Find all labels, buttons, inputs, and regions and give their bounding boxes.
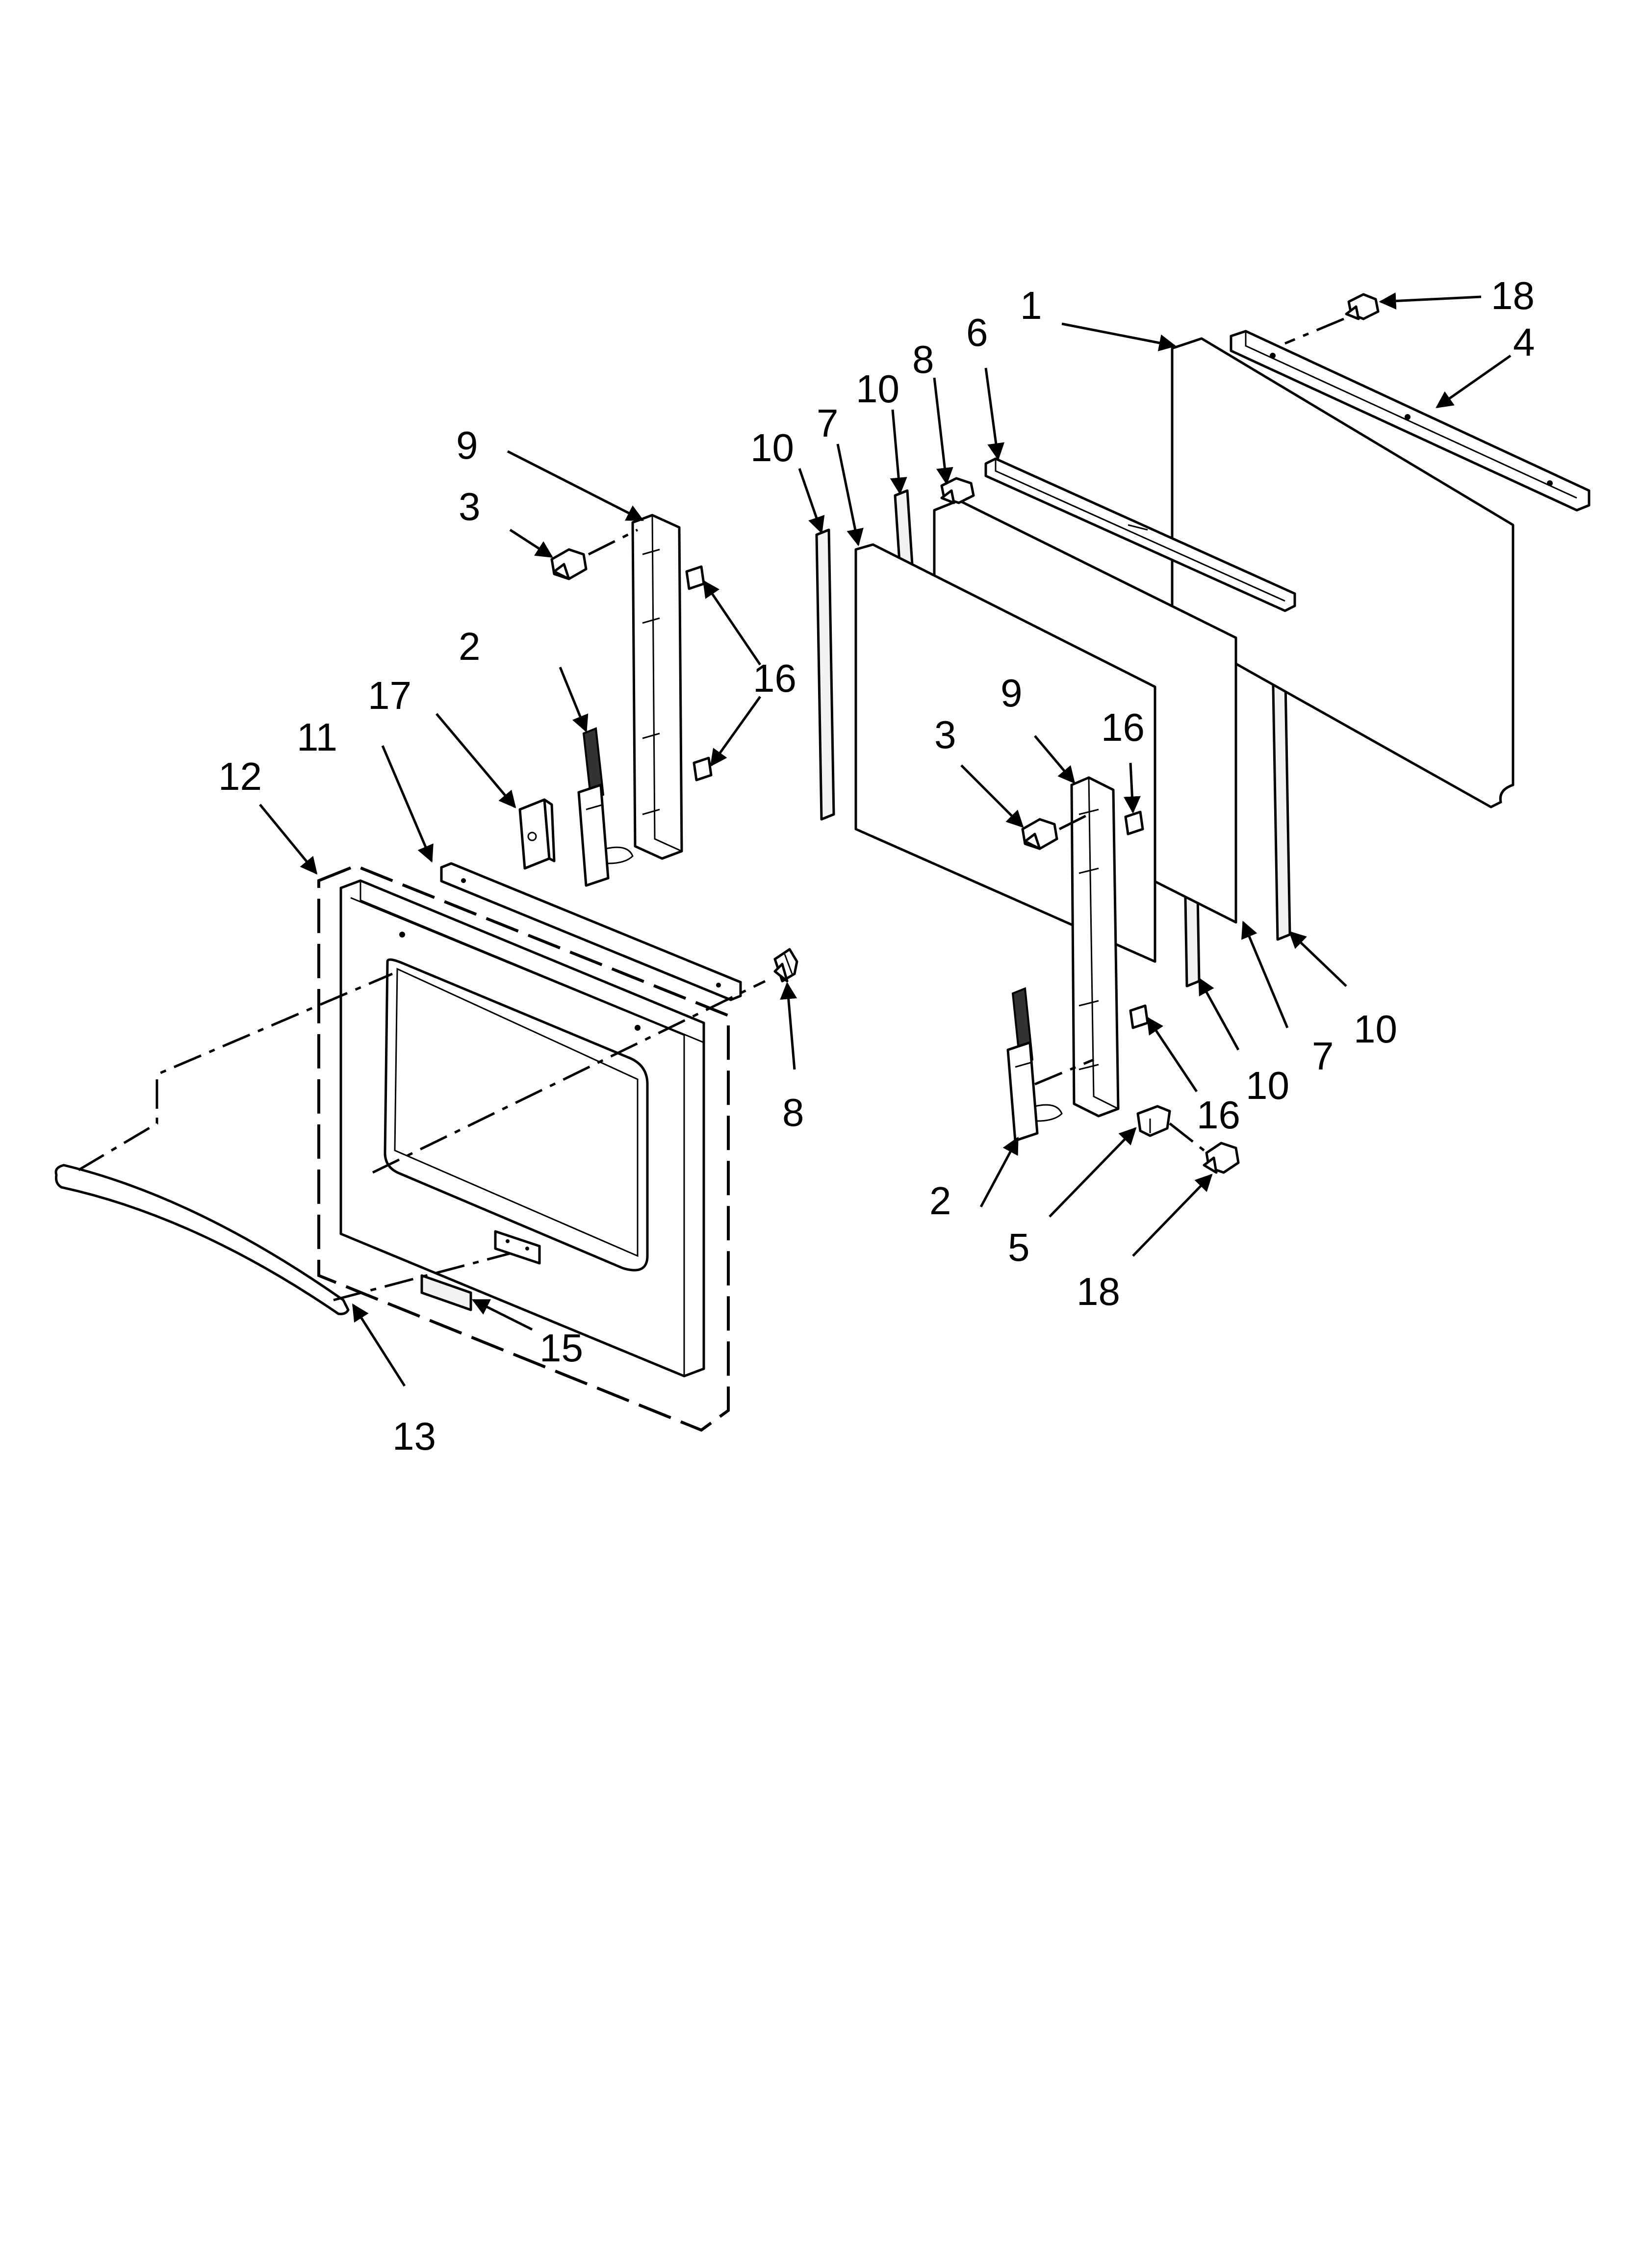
screw-18-top [1284, 293, 1380, 345]
callout-9-right: 9 [1001, 671, 1023, 715]
assembly-line-handle-left [77, 972, 393, 1172]
nameplate-badge [420, 1274, 472, 1311]
screw-3-right [1021, 810, 1095, 850]
top-trim-strip [440, 862, 742, 1001]
callout-7-left: 7 [817, 401, 839, 445]
latch-5 [1136, 1105, 1171, 1137]
callout-15: 15 [539, 1326, 583, 1370]
callout-16-right-bottom: 16 [1197, 1093, 1240, 1137]
hinge-2-left [577, 727, 634, 887]
clip-16-right-top [1124, 810, 1144, 835]
clip-16-left-top [685, 565, 705, 590]
callout-2-left: 2 [459, 625, 481, 668]
callout-labels: 1 2 2 3 3 4 5 6 7 7 8 8 9 9 10 10 10 10 … [218, 274, 1535, 1458]
callout-18-top: 18 [1491, 274, 1535, 317]
callout-5: 5 [1008, 1225, 1030, 1269]
callout-18-bottom: 18 [1077, 1270, 1120, 1313]
top-trim-bar-4 [1230, 330, 1591, 512]
door-handle [54, 1164, 350, 1315]
callout-3-left: 3 [459, 485, 481, 528]
assembly-line-screw-8 [372, 980, 766, 1174]
clip-16-right-bottom [1129, 1004, 1149, 1029]
hinge-2-right [1006, 987, 1094, 1142]
callout-8-left: 8 [782, 1091, 804, 1134]
screw-3-left [550, 528, 639, 580]
assembly-line-handle-right [333, 1252, 511, 1302]
callout-1: 1 [1020, 284, 1042, 327]
callout-16-left: 16 [753, 656, 796, 700]
callout-2-right: 2 [929, 1179, 951, 1223]
callout-17: 17 [368, 674, 411, 717]
callout-4: 4 [1513, 320, 1535, 364]
callout-8-right: 8 [912, 338, 934, 381]
callout-9-left: 9 [456, 423, 478, 467]
callout-3-right: 3 [934, 713, 956, 756]
seal-strip-10-a [815, 528, 835, 821]
outer-door-panel [339, 879, 705, 1378]
seal-strip-10-d [1271, 653, 1291, 941]
callout-6: 6 [966, 311, 988, 354]
clip-16-left-bottom [693, 756, 713, 782]
callout-10-d: 10 [1354, 1007, 1397, 1051]
outer-door-dashed-outline [317, 864, 730, 1432]
hinge-channel-9-right [1070, 776, 1120, 1118]
callout-7-right: 7 [1312, 1034, 1334, 1078]
callout-10-b: 10 [856, 367, 899, 411]
callout-11: 11 [297, 715, 337, 759]
callout-10-a: 10 [750, 426, 794, 469]
screw-18-bottom [1169, 1122, 1240, 1174]
hinge-channel-9-left [631, 514, 683, 860]
callout-13: 13 [392, 1414, 436, 1458]
latch-bracket [518, 798, 556, 870]
screw-8-left [773, 948, 798, 983]
leader-arrows [259, 292, 1512, 1387]
callout-10-c: 10 [1246, 1064, 1289, 1107]
callout-12: 12 [218, 755, 262, 798]
outer-glass-panel-1 [1171, 337, 1514, 808]
callout-16-right-top: 16 [1101, 705, 1145, 749]
